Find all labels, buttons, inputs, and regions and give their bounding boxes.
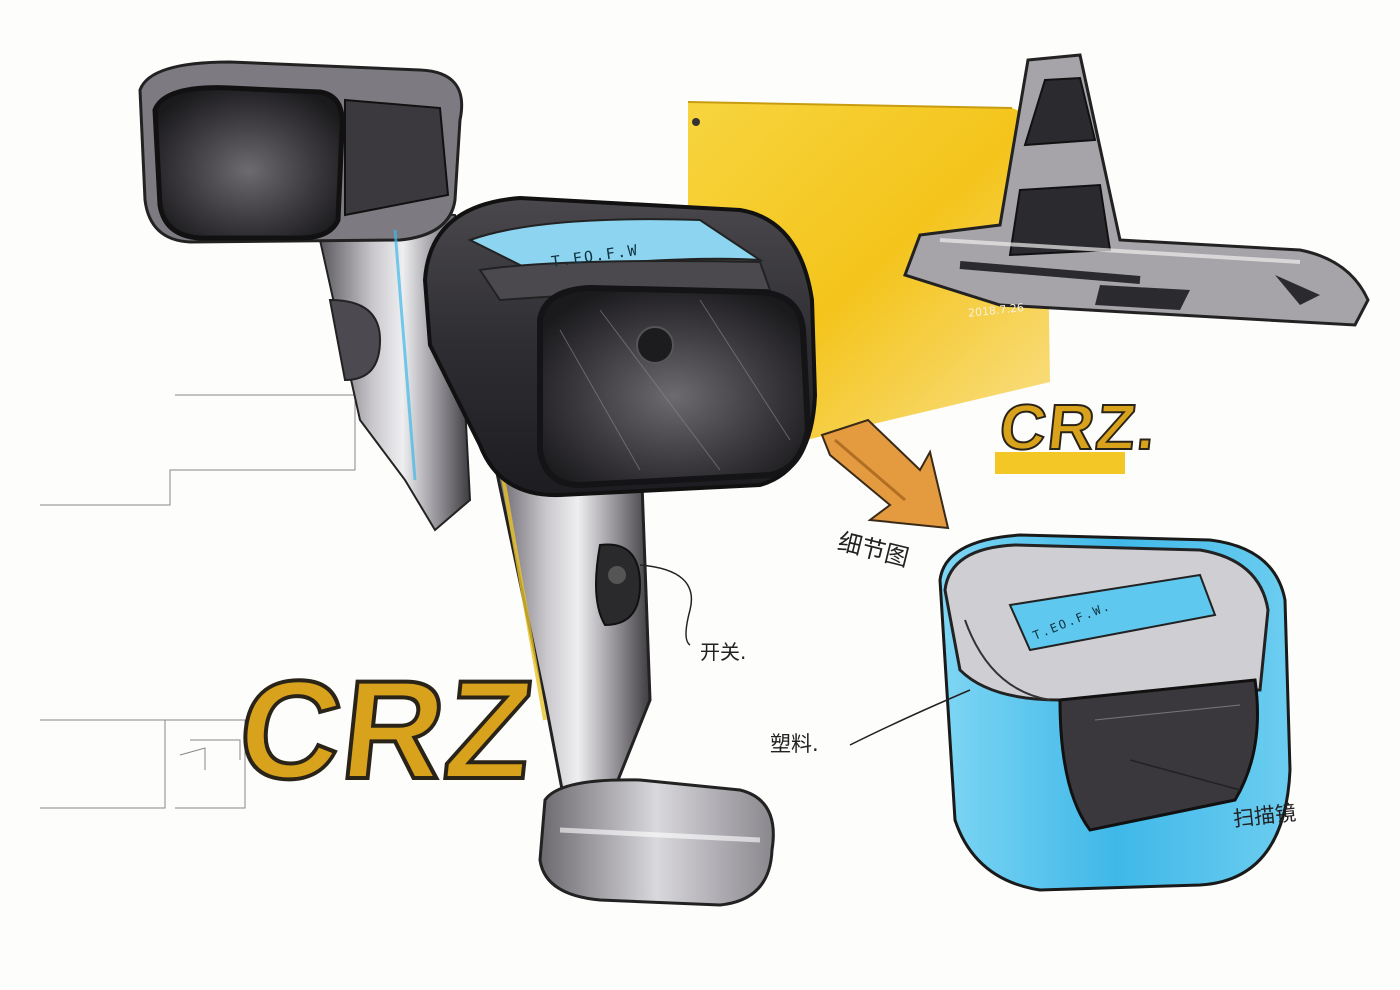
brand-logo-small: CRZ. [995,390,1162,464]
brand-logo-large: CRZ [230,649,544,810]
plastic-label: 塑料. [770,732,819,756]
detail-unit-stamp: T.EO.F.W. [1031,599,1113,643]
barcode-scanner-front [422,195,818,907]
main-unit-stamp: T.EO.F.W [550,241,640,271]
leader-lines [639,564,1241,791]
arrow-icon [820,418,950,530]
construction-lines [40,394,356,809]
switch-label: 开关. [700,640,747,664]
scanner-base-stand [903,53,1370,327]
scanner-head-detail [938,533,1292,892]
